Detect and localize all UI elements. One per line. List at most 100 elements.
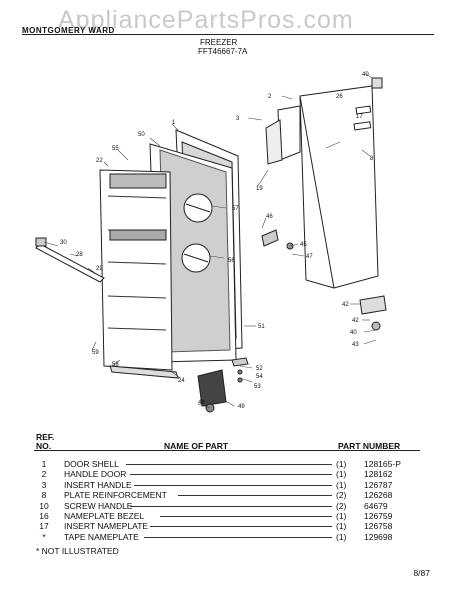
- callout-number: 52: [256, 366, 263, 372]
- table-row: 10 SCREW HANDLE (2) 64679: [34, 501, 422, 511]
- ref-header-line1: REF.: [36, 432, 55, 442]
- leader-line: [150, 526, 332, 528]
- ref-number: 1: [41, 459, 47, 469]
- callout-number: 49: [238, 404, 245, 410]
- part-name: SCREW HANDLE: [64, 500, 133, 511]
- quantity: (1): [336, 469, 347, 480]
- callout-number: 19: [256, 186, 263, 192]
- callout-number: 53: [254, 384, 261, 390]
- page-title: FREEZER: [200, 38, 238, 47]
- callout-number: 51: [258, 324, 265, 330]
- ref-number: 8: [41, 490, 47, 501]
- model-number: FFT46667-7A: [198, 47, 248, 56]
- part-name: TAPE NAMEPLATE: [64, 531, 139, 542]
- quantity: (1): [336, 459, 347, 469]
- leader-line: [144, 536, 332, 538]
- part-header: PART NUMBER: [338, 441, 401, 451]
- leader-line: [126, 464, 332, 465]
- part-number: 128165-P: [364, 459, 401, 469]
- part-name: NAMEPLATE BEZEL: [64, 511, 145, 521]
- revision-date: 8/87: [413, 568, 430, 578]
- table-row: 16 NAMEPLATE BEZEL (1) 126759: [34, 511, 422, 521]
- part-name: DOOR SHELL: [64, 459, 119, 469]
- leader-line: [178, 495, 332, 497]
- exploded-parts-diagram: 40 2 26 3 17 1 50 55 22 57 8 19 46 45 47 30 28 29 56 51 42 42…: [35, 72, 387, 413]
- callout-number: 30: [60, 240, 67, 246]
- hinge-top: [371, 77, 383, 89]
- ref-number: 16: [39, 511, 49, 521]
- table-row: 3 INSERT HANDLE (1) 126787: [34, 480, 422, 490]
- ref-number: 17: [39, 521, 49, 532]
- ref-header-line2: NO.: [36, 441, 52, 451]
- quantity: (1): [336, 531, 347, 542]
- header-rule: [22, 34, 434, 35]
- leader-line: [130, 505, 332, 507]
- callout-number: 29: [96, 266, 103, 272]
- table-row: 17 INSERT NAMEPLATE (1) 126758: [34, 521, 422, 531]
- ref-number: 10: [39, 500, 49, 511]
- quantity: (1): [336, 511, 347, 521]
- ref-number: 3: [41, 479, 47, 490]
- watermark: AppliancePartsPros.com: [58, 6, 354, 34]
- quantity: (1): [336, 521, 347, 532]
- hinge-bottom: [359, 295, 387, 315]
- leader-line: [130, 474, 332, 476]
- callout-number: 46: [266, 214, 273, 220]
- bottom-trim: [109, 365, 179, 379]
- table-row: * TAPE NAMEPLATE (1) 129698: [34, 532, 422, 542]
- part-name: HANDLE DOOR: [64, 469, 127, 480]
- callout-number: 2: [268, 94, 272, 100]
- table-row: 1 DOOR SHELL (1) 128165-P: [34, 459, 422, 469]
- footnote: * NOT ILLUSTRATED: [36, 546, 119, 556]
- callout-number: 56: [228, 258, 235, 264]
- inner-door: [99, 169, 173, 371]
- callout-number: 3: [236, 116, 240, 122]
- callout-number: 58: [112, 362, 119, 368]
- part-number: 128162: [364, 469, 393, 480]
- door-shell: [299, 85, 379, 289]
- part-number: 64679: [364, 500, 388, 511]
- part-number: 126787: [364, 479, 393, 490]
- callout-number: 28: [76, 252, 83, 258]
- part-name: INSERT NAMEPLATE: [64, 521, 149, 532]
- leader-line: [134, 484, 332, 486]
- callout-number: 24: [178, 378, 185, 384]
- callout-number: 47: [306, 254, 313, 260]
- brand-label: MONTGOMERY WARD: [22, 26, 115, 35]
- part-number: 126758: [364, 521, 393, 532]
- callout-number: 42: [352, 318, 359, 324]
- part-name: PLATE REINFORCEMENT: [64, 490, 167, 501]
- callout-number: 50: [138, 132, 145, 138]
- callout-number: 8: [370, 156, 374, 162]
- callout-number: 26: [336, 94, 343, 100]
- callout-number: 17: [356, 114, 363, 120]
- callout-number: 40: [350, 330, 357, 336]
- callout-number: 55: [112, 146, 119, 152]
- callout-number: 59: [92, 350, 99, 356]
- name-header: NAME OF PART: [164, 441, 229, 451]
- callout-number: 43: [352, 342, 359, 348]
- table-row: 2 HANDLE DOOR (1) 128162: [34, 469, 422, 479]
- toe-grille: [197, 369, 227, 407]
- nameplate: [355, 105, 372, 115]
- shelf-bar: [35, 243, 105, 283]
- part-name: INSERT HANDLE: [64, 479, 132, 490]
- ref-number: 2: [41, 469, 47, 480]
- quantity: (2): [336, 490, 347, 501]
- callout-number: 40: [362, 72, 369, 78]
- callout-number: 22: [96, 158, 103, 164]
- callout-number: 54: [256, 374, 263, 380]
- callout-number: 48: [198, 400, 205, 406]
- quantity: (1): [336, 479, 347, 490]
- callout-number: 45: [300, 242, 307, 248]
- part-number: 126759: [364, 511, 393, 521]
- callout-number: 57: [232, 206, 239, 212]
- part-number: 129698: [364, 531, 393, 542]
- callout-number: 42: [342, 302, 349, 308]
- table-header-rule: [34, 450, 420, 451]
- callout-number: 1: [172, 120, 176, 126]
- table-row: 8 PLATE REINFORCEMENT (2) 126268: [34, 490, 422, 500]
- quantity: (2): [336, 500, 347, 511]
- part-number: 126268: [364, 490, 393, 501]
- ref-number: *: [42, 531, 46, 542]
